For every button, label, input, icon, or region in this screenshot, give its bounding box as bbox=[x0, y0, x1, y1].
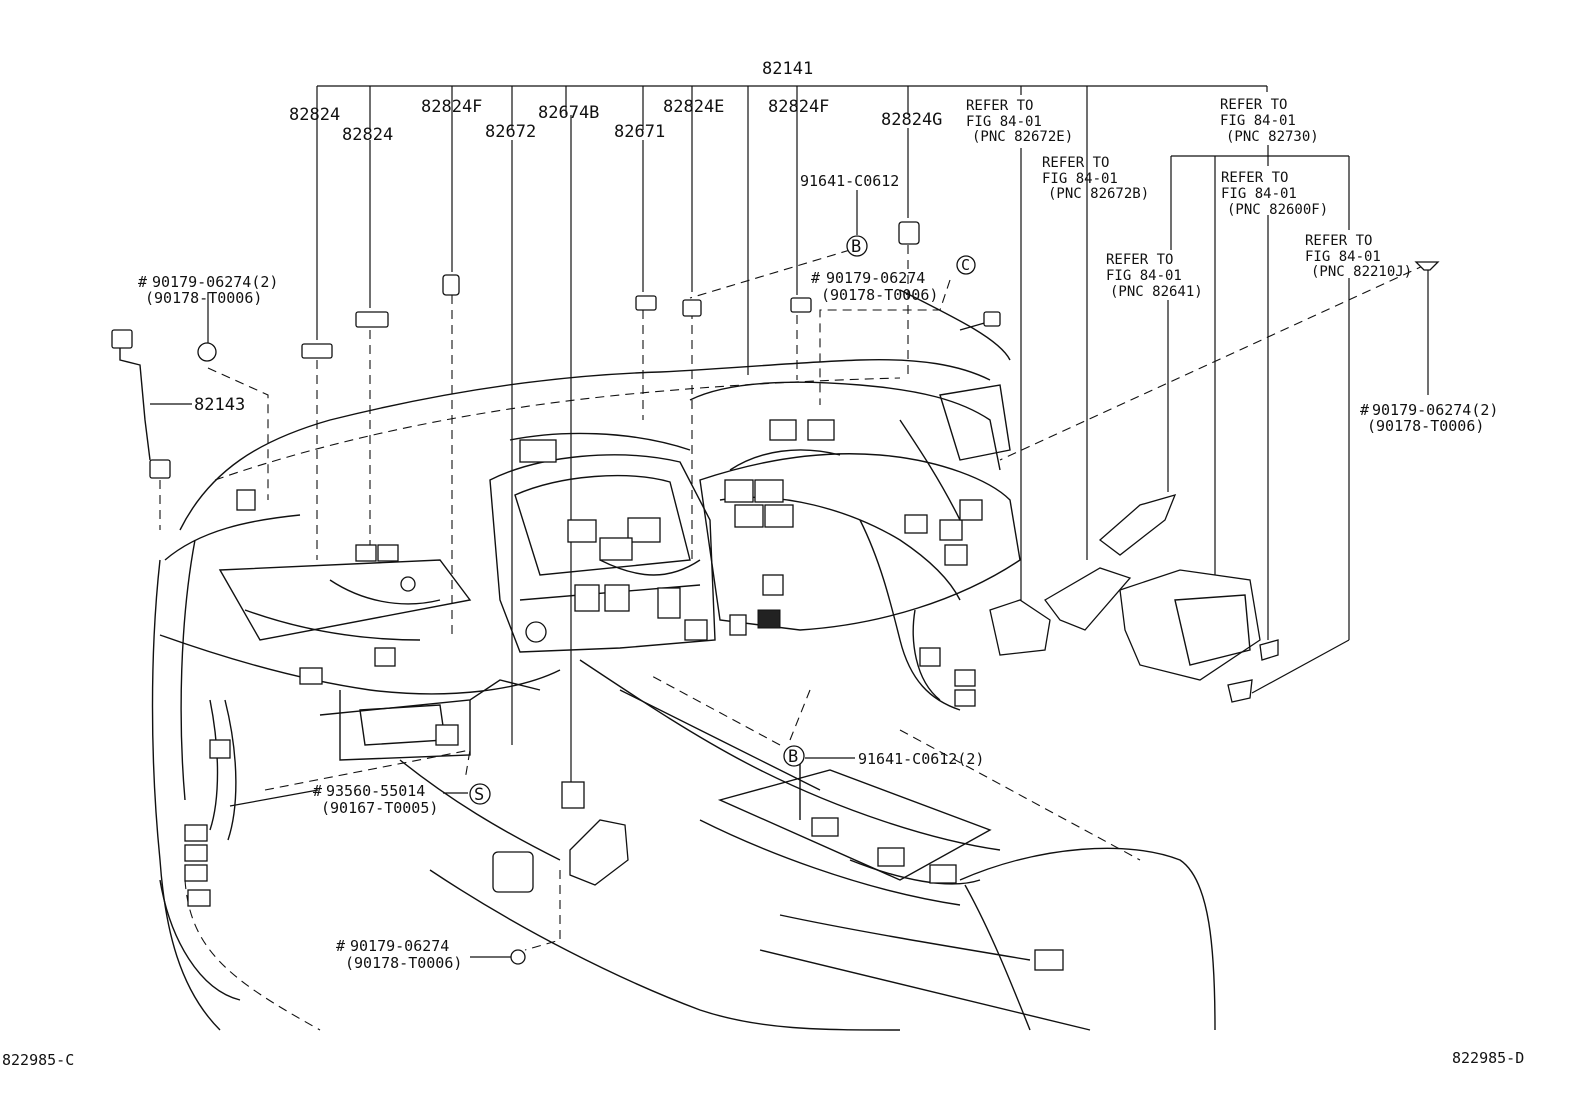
label-fastener-left-a: 90179-06274(2) bbox=[152, 273, 278, 291]
label-fastener-left-b: (90178-T0006) bbox=[145, 289, 262, 307]
svg-text:(PNC 82672B): (PNC 82672B) bbox=[1048, 186, 1149, 202]
label-screw-a: 93560-55014 bbox=[326, 782, 425, 800]
label-82141: 82141 bbox=[762, 59, 813, 79]
svg-text:B: B bbox=[851, 237, 861, 257]
refer-notes: REFER TO FIG 84-01 (PNC 82672E) REFER TO… bbox=[966, 97, 1412, 300]
label-82824-b: 82824 bbox=[342, 125, 393, 145]
label-82672: 82672 bbox=[485, 122, 536, 142]
svg-text:FIG 84-01: FIG 84-01 bbox=[1305, 249, 1381, 265]
label-82824F-a: 82824F bbox=[421, 97, 482, 117]
svg-text:FIG 84-01: FIG 84-01 bbox=[1221, 186, 1297, 202]
callout-lines bbox=[150, 85, 1429, 958]
svg-text:FIG 84-01: FIG 84-01 bbox=[966, 114, 1042, 130]
svg-text:FIG 84-01: FIG 84-01 bbox=[1220, 113, 1296, 129]
svg-text:#: # bbox=[336, 937, 345, 955]
dashed-guides bbox=[159, 245, 1426, 951]
label-fastener-mid-b: (90178-T0006) bbox=[821, 286, 938, 304]
refer-note-82600F: REFER TO FIG 84-01 (PNC 82600F) bbox=[1221, 170, 1328, 218]
marker-s bbox=[469, 783, 491, 805]
svg-text:REFER TO: REFER TO bbox=[1220, 97, 1287, 113]
svg-text:REFER TO: REFER TO bbox=[966, 98, 1033, 114]
refer-note-82730: REFER TO FIG 84-01 (PNC 82730) bbox=[1220, 97, 1319, 145]
svg-text:S: S bbox=[474, 785, 484, 805]
svg-text:B: B bbox=[788, 747, 798, 767]
svg-text:FIG 84-01: FIG 84-01 bbox=[1042, 171, 1118, 187]
label-82824G: 82824G bbox=[881, 110, 942, 130]
label-91641-top: 91641-C0612 bbox=[800, 172, 899, 190]
svg-text:(PNC 82730): (PNC 82730) bbox=[1226, 129, 1319, 145]
label-82674B: 82674B bbox=[538, 103, 599, 123]
label-91641-bottom: 91641-C0612(2) bbox=[858, 750, 984, 768]
svg-text:#: # bbox=[313, 782, 322, 800]
svg-text:REFER TO: REFER TO bbox=[1042, 155, 1109, 171]
fastener-labels: # 90179-06274(2) (90178-T0006) # 90179-0… bbox=[138, 269, 1498, 972]
svg-text:#: # bbox=[138, 273, 147, 291]
refer-note-82210J: REFER TO FIG 84-01 (PNC 82210J) bbox=[1305, 233, 1412, 280]
label-82824E: 82824E bbox=[663, 97, 724, 117]
svg-text:(PNC 82210J): (PNC 82210J) bbox=[1311, 264, 1412, 280]
refer-note-82672E: REFER TO FIG 84-01 (PNC 82672E) bbox=[966, 98, 1073, 145]
circled-markers: B B S C bbox=[469, 235, 970, 805]
label-fastener-bottom-b: (90178-T0006) bbox=[345, 954, 462, 972]
part-shapes bbox=[111, 221, 1440, 965]
dashboard-outline bbox=[151, 289, 1216, 1031]
refer-note-82672B: REFER TO FIG 84-01 (PNC 82672B) bbox=[1042, 155, 1149, 202]
marker-b-bottom bbox=[783, 745, 805, 767]
label-82824F-b: 82824F bbox=[768, 97, 829, 117]
label-fastener-bottom-a: 90179-06274 bbox=[350, 937, 449, 955]
label-fastener-right-b: (90178-T0006) bbox=[1367, 417, 1484, 435]
svg-text:#: # bbox=[811, 269, 820, 287]
diagram-code-right: 822985-D bbox=[1452, 1049, 1524, 1067]
refer-note-82641: REFER TO FIG 84-01 (PNC 82641) bbox=[1106, 252, 1203, 300]
svg-text:REFER TO: REFER TO bbox=[1305, 233, 1372, 249]
svg-text:#: # bbox=[1360, 401, 1369, 419]
label-82824-a: 82824 bbox=[289, 105, 340, 125]
svg-text:FIG 84-01: FIG 84-01 bbox=[1106, 268, 1182, 284]
svg-text:(PNC 82672E): (PNC 82672E) bbox=[972, 129, 1073, 145]
label-82143: 82143 bbox=[194, 395, 245, 415]
part-labels: 82141 82824 82824 82824F 82672 82674B 82… bbox=[194, 59, 984, 768]
label-fastener-right-a: 90179-06274(2) bbox=[1372, 401, 1498, 419]
svg-text:(PNC 82600F): (PNC 82600F) bbox=[1227, 202, 1328, 218]
marker-b-top bbox=[846, 235, 868, 257]
label-screw-b: (90167-T0005) bbox=[321, 799, 438, 817]
diagram-code-left: 822985-C bbox=[2, 1051, 74, 1069]
marker-c: C bbox=[961, 256, 970, 274]
label-fastener-mid-a: 90179-06274 bbox=[826, 269, 925, 287]
svg-text:REFER TO: REFER TO bbox=[1221, 170, 1288, 186]
svg-text:(PNC 82641): (PNC 82641) bbox=[1110, 284, 1203, 300]
svg-text:REFER TO: REFER TO bbox=[1106, 252, 1173, 268]
label-82671: 82671 bbox=[614, 122, 665, 142]
